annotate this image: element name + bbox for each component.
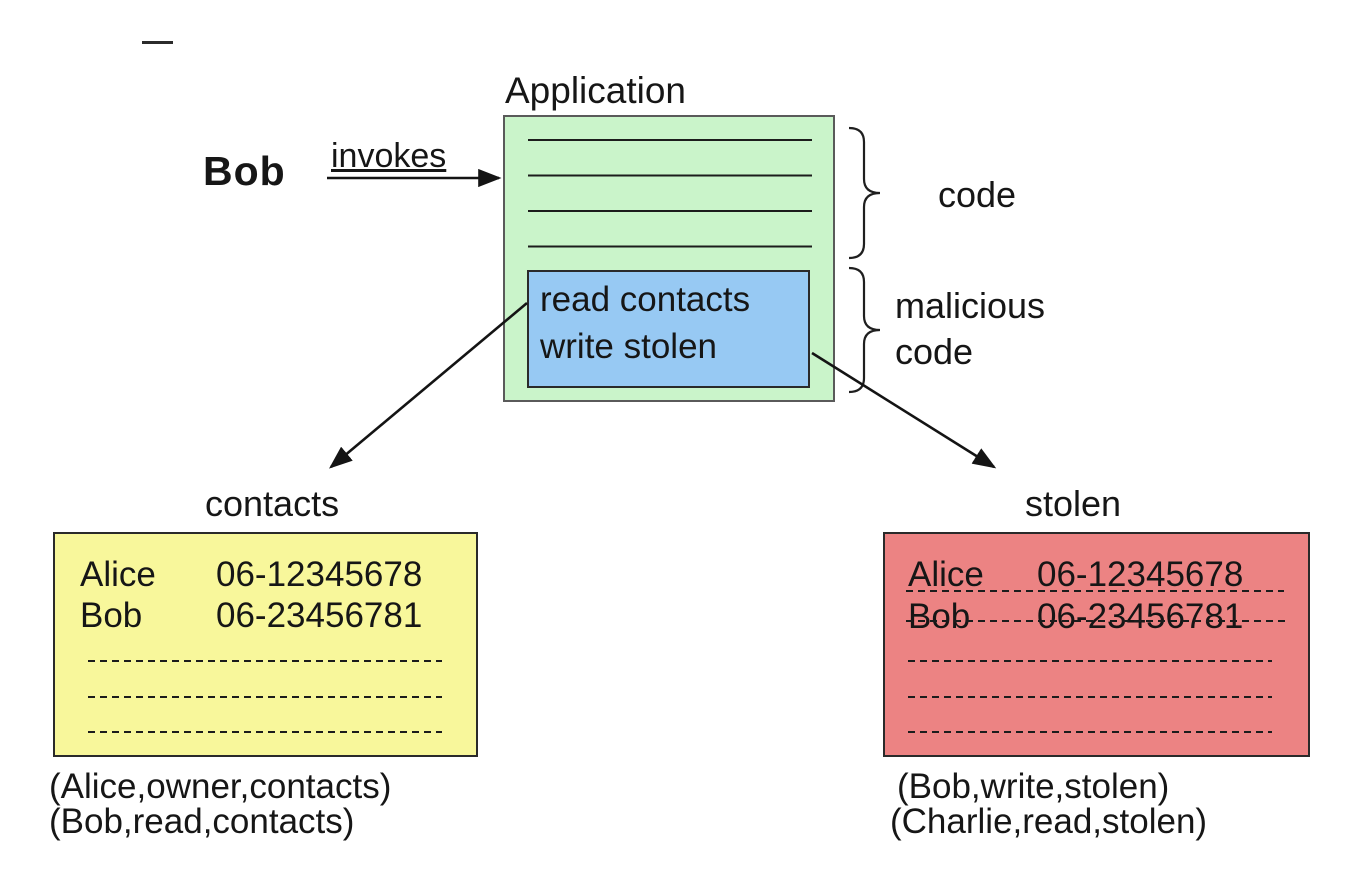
contacts-file-box <box>53 532 478 757</box>
stolen-file-title: stolen <box>1025 483 1122 524</box>
stolen-file-box <box>883 532 1310 757</box>
malicious-code-brace <box>848 266 881 394</box>
contact-phone: 06-23456781 <box>216 596 423 635</box>
stolen-row-name: Bob <box>908 597 971 636</box>
malicious-code-box <box>527 270 810 388</box>
stolen-acl-entry: (Bob,write,stolen) <box>897 767 1170 806</box>
malicious-code-text: read contacts <box>540 280 751 319</box>
application-title: Application <box>505 70 687 111</box>
stolen-row-phone: 06-23456781 <box>1037 597 1244 636</box>
stolen-row-phone: 06-12345678 <box>1037 555 1244 594</box>
read-contacts-arrow <box>329 302 528 469</box>
code-brace <box>848 126 881 260</box>
stolen-acl-entry: (Charlie,read,stolen) <box>890 802 1208 841</box>
contacts-acl-entry: (Bob,read,contacts) <box>49 802 355 841</box>
stolen-row-name: Alice <box>908 555 984 594</box>
actor-label: Bob <box>203 148 286 194</box>
code-brace-label: code <box>938 174 1017 215</box>
contacts-file-title: contacts <box>205 483 340 524</box>
contacts-acl-entry: (Alice,owner,contacts) <box>49 767 392 806</box>
contact-name: Bob <box>80 596 143 635</box>
contact-name: Alice <box>80 555 156 594</box>
stray-dash-mark <box>142 41 173 44</box>
malicious-code-text: write stolen <box>540 327 718 366</box>
contact-phone: 06-12345678 <box>216 555 423 594</box>
invokes-arrow-label: invokes <box>331 137 447 175</box>
malicious-code-brace-label: malicious code <box>895 285 1046 373</box>
